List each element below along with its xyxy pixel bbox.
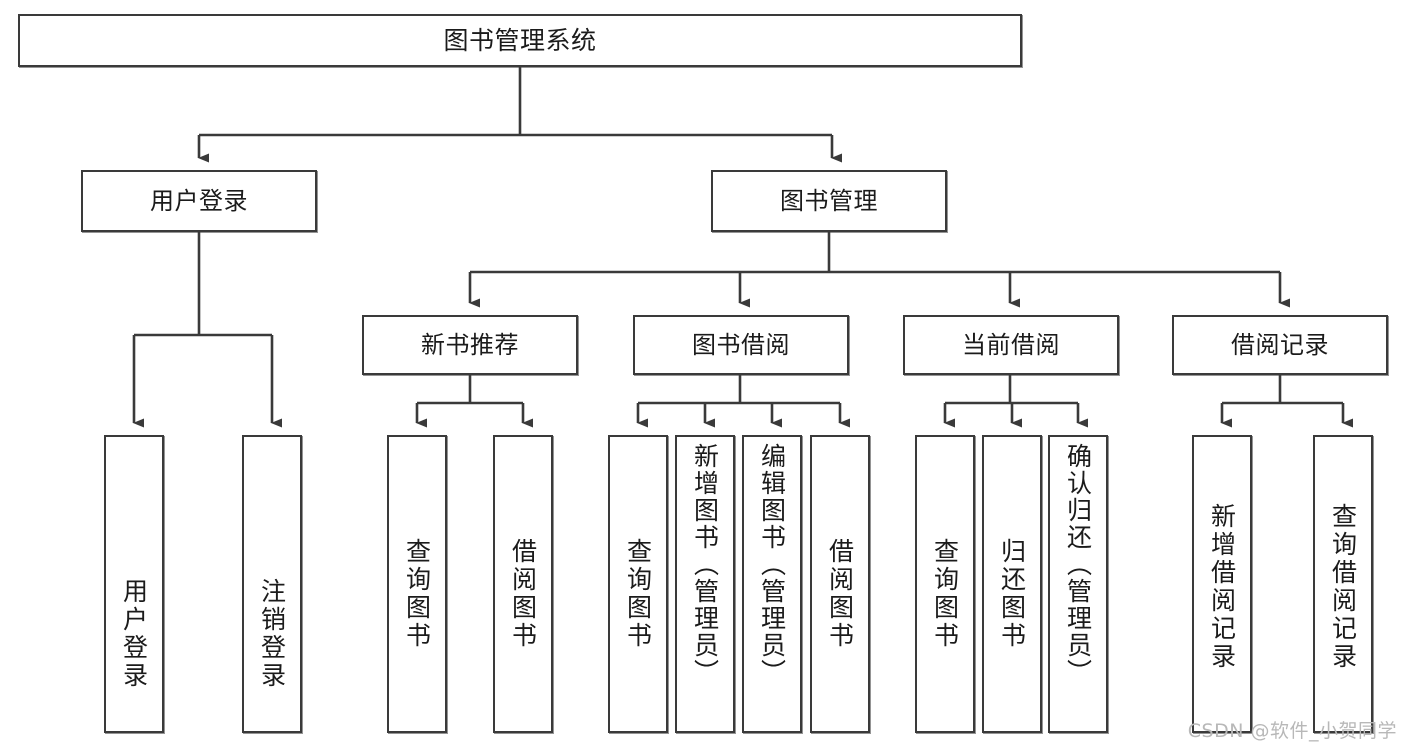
node-label: 图书借阅 xyxy=(692,330,790,359)
node-leaf-query-book-recommend[interactable]: 查询图书 xyxy=(387,435,447,733)
node-label: 查询借阅记录 xyxy=(1328,503,1358,671)
node-label: 借阅图书 xyxy=(508,538,538,650)
node-label: 查询图书 xyxy=(930,538,960,650)
node-label: 新增图书（管理员） xyxy=(690,443,720,686)
node-label: 借阅记录 xyxy=(1231,330,1329,359)
node-label: 归还图书 xyxy=(997,538,1027,650)
node-book-management[interactable]: 图书管理 xyxy=(711,170,947,232)
csdn-watermark: CSDN @软件_小贺同学 xyxy=(1187,720,1397,742)
node-leaf-return-book[interactable]: 归还图书 xyxy=(982,435,1042,733)
node-label: 借阅图书 xyxy=(825,538,855,650)
node-user-login[interactable]: 用户登录 xyxy=(81,170,317,232)
node-leaf-add-borrow-record[interactable]: 新增借阅记录 xyxy=(1192,435,1252,733)
node-leaf-query-book-current[interactable]: 查询图书 xyxy=(915,435,975,733)
node-book-borrow[interactable]: 图书借阅 xyxy=(633,315,849,375)
node-leaf-borrow-book[interactable]: 借阅图书 xyxy=(810,435,870,733)
node-label: 新增借阅记录 xyxy=(1207,503,1237,671)
node-leaf-logout[interactable]: 注销登录 xyxy=(242,435,302,733)
node-label: 当前借阅 xyxy=(962,330,1060,359)
node-label: 注销登录 xyxy=(257,578,287,690)
node-leaf-query-book-borrow[interactable]: 查询图书 xyxy=(608,435,668,733)
node-leaf-query-borrow-record[interactable]: 查询借阅记录 xyxy=(1313,435,1373,733)
node-leaf-confirm-return-admin[interactable]: 确认归还（管理员） xyxy=(1048,435,1108,733)
node-label: 确认归还（管理员） xyxy=(1063,443,1093,686)
node-label: 图书管理系统 xyxy=(443,25,597,55)
node-root-book-management-system[interactable]: 图书管理系统 xyxy=(18,14,1022,67)
node-borrow-record[interactable]: 借阅记录 xyxy=(1172,315,1388,375)
node-current-borrow[interactable]: 当前借阅 xyxy=(903,315,1119,375)
node-label: 用户登录 xyxy=(119,578,149,690)
node-label: 编辑图书（管理员） xyxy=(757,443,787,686)
node-leaf-user-login[interactable]: 用户登录 xyxy=(104,435,164,733)
node-leaf-edit-book-admin[interactable]: 编辑图书（管理员） xyxy=(742,435,802,733)
node-label: 图书管理 xyxy=(780,186,878,215)
node-label: 查询图书 xyxy=(402,538,432,650)
node-label: 新书推荐 xyxy=(421,330,519,359)
node-leaf-add-book-admin[interactable]: 新增图书（管理员） xyxy=(675,435,735,733)
node-label: 用户登录 xyxy=(150,186,248,215)
node-leaf-borrow-book-recommend[interactable]: 借阅图书 xyxy=(493,435,553,733)
node-label: 查询图书 xyxy=(623,538,653,650)
node-new-book-recommendation[interactable]: 新书推荐 xyxy=(362,315,578,375)
